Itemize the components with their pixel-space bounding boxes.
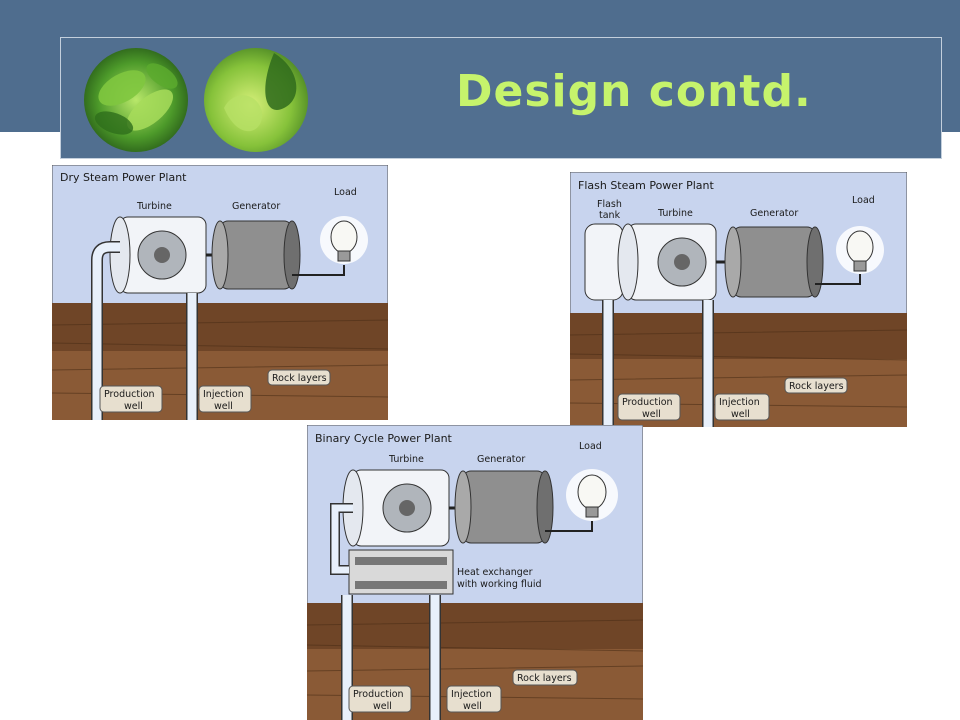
rock-layers-label: Rock layers	[789, 381, 844, 392]
heat-exchanger-label-2: with working fluid	[457, 579, 542, 590]
slide-title: Design contd.	[456, 66, 812, 117]
production-well-label-2: well	[373, 701, 392, 712]
load-label: Load	[579, 441, 602, 452]
production-well-label: Production	[104, 389, 155, 400]
injection-well-label: Injection	[451, 689, 492, 700]
flash-tank-label: Flash	[597, 199, 622, 210]
generator-label: Generator	[750, 208, 798, 219]
injection-well-label-2: well	[731, 409, 750, 420]
production-well-label-2: well	[642, 409, 661, 420]
heat-exchanger-icon	[348, 549, 454, 595]
generator-label: Generator	[232, 201, 280, 212]
generator-label: Generator	[477, 454, 525, 465]
diagram-title: Flash Steam Power Plant	[578, 179, 714, 192]
turbine-label: Turbine	[388, 454, 424, 465]
diagram-title: Dry Steam Power Plant	[60, 171, 187, 184]
production-well-label: Production	[353, 689, 404, 700]
generator-icon	[724, 226, 824, 298]
injection-well-label: Injection	[203, 389, 244, 400]
injection-well-label: Injection	[719, 397, 760, 408]
lightbulb-icon	[320, 216, 368, 264]
leaf-photo-right	[204, 48, 308, 152]
load-label: Load	[334, 187, 357, 198]
generator-icon	[211, 220, 301, 290]
turbine-label: Turbine	[657, 208, 693, 219]
lightbulb-icon	[566, 469, 618, 521]
production-well-label: Production	[622, 397, 673, 408]
dry-steam-diagram: Dry Steam Power Plant Turbine Generator …	[52, 165, 388, 420]
load-label: Load	[852, 195, 875, 206]
lightbulb-icon	[836, 226, 884, 274]
flash-tank-label-2: tank	[599, 210, 621, 221]
flash-steam-diagram: Flash Steam Power Plant Flash tank Turbi…	[570, 172, 907, 427]
diagram-title: Binary Cycle Power Plant	[315, 432, 453, 445]
rock-layers-label: Rock layers	[517, 673, 572, 684]
rock-layers-label: Rock layers	[272, 373, 327, 384]
production-well-label-2: well	[124, 401, 143, 412]
injection-well-label-2: well	[463, 701, 482, 712]
heat-exchanger-label: Heat exchanger	[457, 567, 533, 578]
leaf-photo-left	[84, 48, 188, 152]
turbine-label: Turbine	[136, 201, 172, 212]
injection-well-label-2: well	[214, 401, 233, 412]
generator-icon	[454, 470, 554, 544]
binary-cycle-diagram: Binary Cycle Power Plant Turbine Generat…	[307, 425, 643, 720]
